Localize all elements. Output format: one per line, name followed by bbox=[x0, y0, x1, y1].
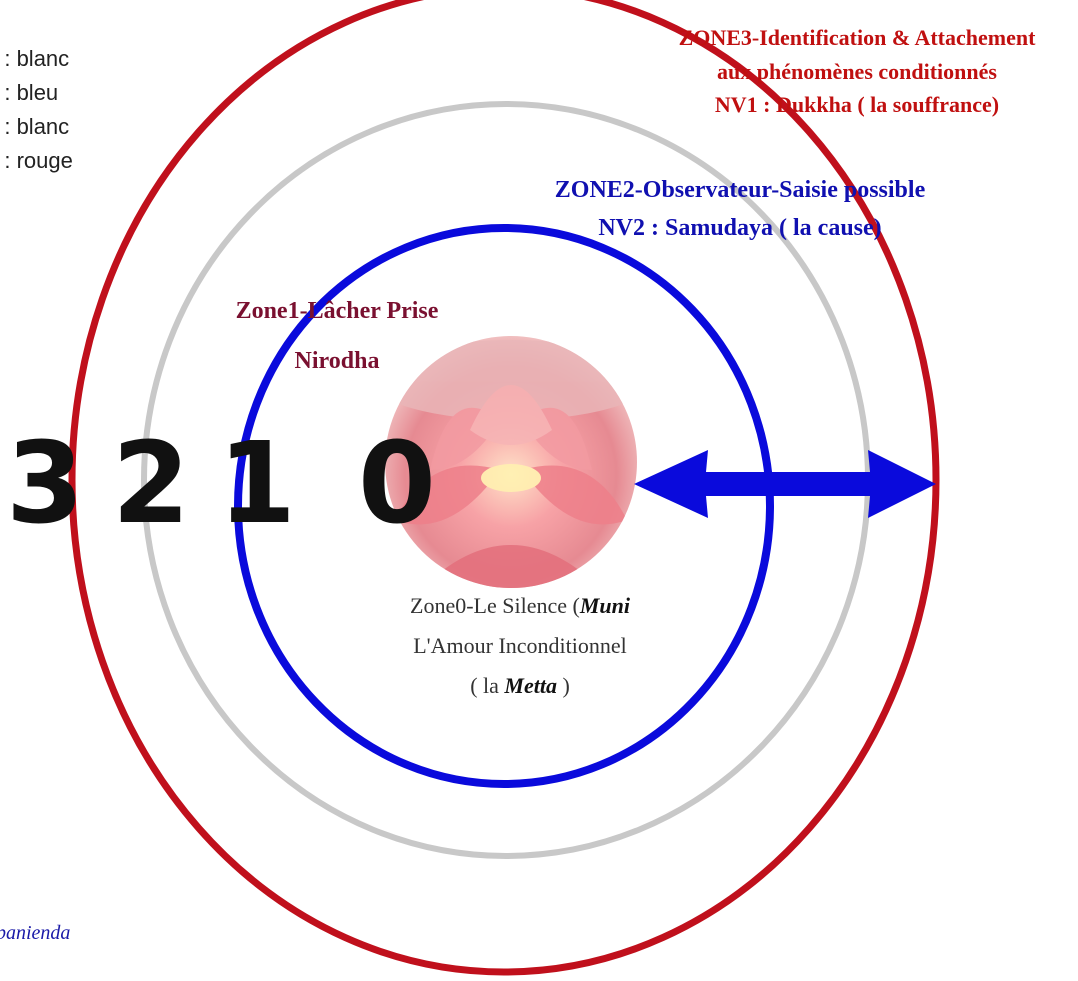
zone1-title: Zone1-Lâcher Prise bbox=[236, 298, 439, 324]
zone1-level: Nirodha bbox=[295, 348, 380, 374]
color-legend: 0 : blanc 1 : bleu 2 : blanc 3 : rouge bbox=[0, 42, 73, 178]
zone3-subtitle: aux phénomènes conditionnés bbox=[717, 59, 997, 84]
legend-item-0: 0 : blanc bbox=[0, 46, 70, 71]
zone0-title-emphasis: Muni bbox=[579, 593, 630, 618]
zone0-title: Zone0-Le Silence (Muni bbox=[410, 593, 630, 618]
zone-number-3: 3 bbox=[6, 419, 84, 549]
legend-item-2: 2 : blanc bbox=[0, 114, 70, 139]
ring-zone1 bbox=[234, 224, 774, 788]
legend-item-3: 3 : rouge bbox=[0, 148, 73, 173]
zone-number-0: 0 bbox=[358, 419, 436, 549]
zone-number-2: 2 bbox=[112, 419, 190, 549]
zone-number-1: 1 bbox=[218, 419, 296, 549]
zone2-title: ZONE2-Observateur-Saisie possible bbox=[555, 177, 926, 203]
author-signature: panienda bbox=[0, 922, 71, 944]
lotus-flower-icon bbox=[385, 336, 637, 588]
zone0-metta: ( la Metta ) bbox=[470, 673, 570, 698]
zone3-title: ZONE3-Identification & Attachement bbox=[679, 25, 1037, 50]
zone0-label: Zone0-Le Silence (Muni L'Amour Inconditi… bbox=[330, 586, 710, 706]
zone3-level: NV1 : Dukkha ( la souffrance) bbox=[715, 92, 999, 117]
zone2-level: NV2 : Samudaya ( la cause) bbox=[598, 215, 881, 241]
ring-zone3 bbox=[68, 0, 940, 976]
zone0-metta-emphasis: Metta bbox=[504, 673, 557, 698]
double-arrow-icon bbox=[634, 450, 936, 518]
zone0-subtitle: L'Amour Inconditionnel bbox=[413, 633, 627, 658]
legend-item-1: 1 : bleu bbox=[0, 80, 59, 105]
